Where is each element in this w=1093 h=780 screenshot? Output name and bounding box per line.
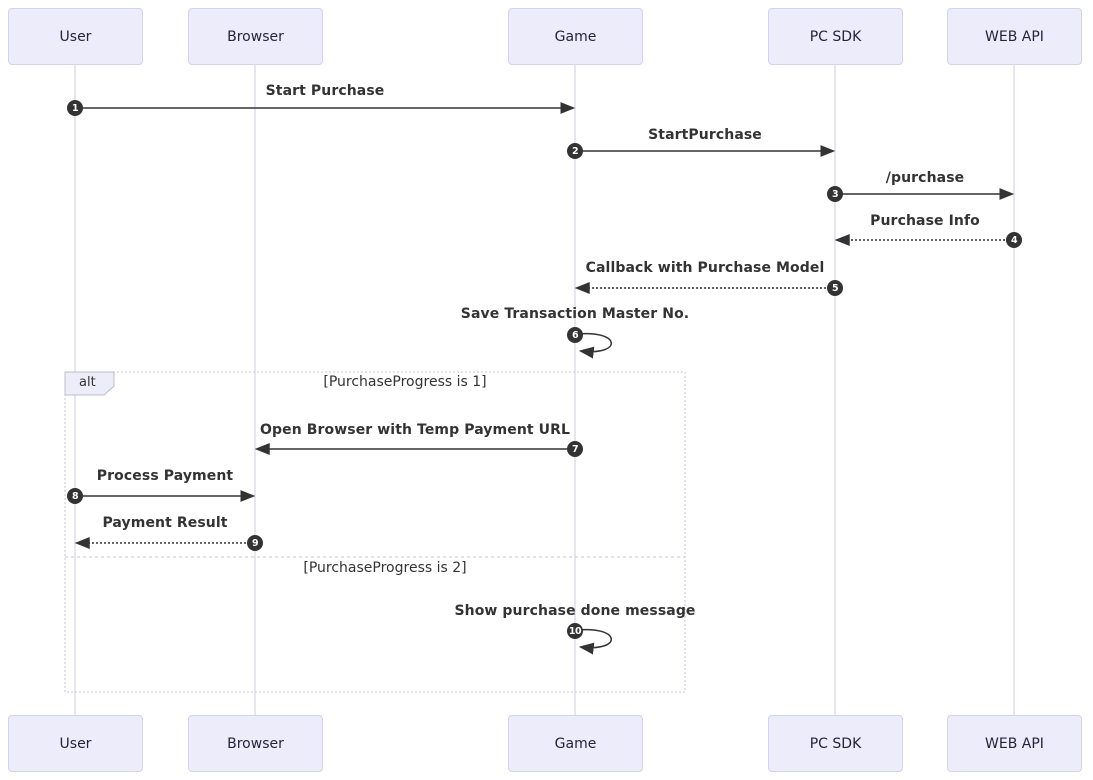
seq-badge-4: 4 [1006,232,1022,248]
actor-webapi-top: WEB API [947,8,1082,65]
actor-user-top: User [8,8,143,65]
actor-game-bottom: Game [508,715,643,772]
message-label-3: /purchase [885,170,965,186]
actor-pcsdk-bottom: PC SDK [768,715,903,772]
actor-user-bottom: User [8,715,143,772]
seq-badge-3: 3 [827,186,843,202]
alt-frame-border [64,371,686,693]
message-6-selfloop [576,332,612,359]
message-label-1: Start Purchase [265,83,385,99]
message-label-4: Purchase Info [870,213,980,229]
alt-condition-2: [PurchaseProgress is 2] [303,560,467,576]
seq-badge-9: 9 [247,535,263,551]
actor-webapi-bottom: WEB API [947,715,1082,772]
alt-frame-label: alt [79,375,96,390]
message-label-2: StartPurchase [648,127,762,143]
seq-badge-2: 2 [567,143,583,159]
message-label-10: Show purchase done message [454,603,696,619]
seq-badge-6: 6 [567,327,583,343]
actor-browser-bottom: Browser [188,715,323,772]
seq-badge-5: 5 [827,280,843,296]
message-label-6: Save Transaction Master No. [460,306,690,322]
actor-pcsdk-top: PC SDK [768,8,903,65]
message-10-selfloop [576,628,612,655]
message-label-8: Process Payment [96,468,234,484]
message-label-5: Callback with Purchase Model [585,260,825,276]
seq-badge-10: 10 [567,623,583,639]
actor-browser-top: Browser [188,8,323,65]
actor-game-top: Game [508,8,643,65]
message-label-9: Payment Result [102,515,228,531]
seq-badge-1: 1 [67,100,83,116]
message-label-7: Open Browser with Temp Payment URL [259,422,571,438]
seq-badge-7: 7 [567,441,583,457]
alt-label-box [64,371,115,396]
alt-condition-1: [PurchaseProgress is 1] [323,374,487,390]
seq-badge-8: 8 [67,488,83,504]
